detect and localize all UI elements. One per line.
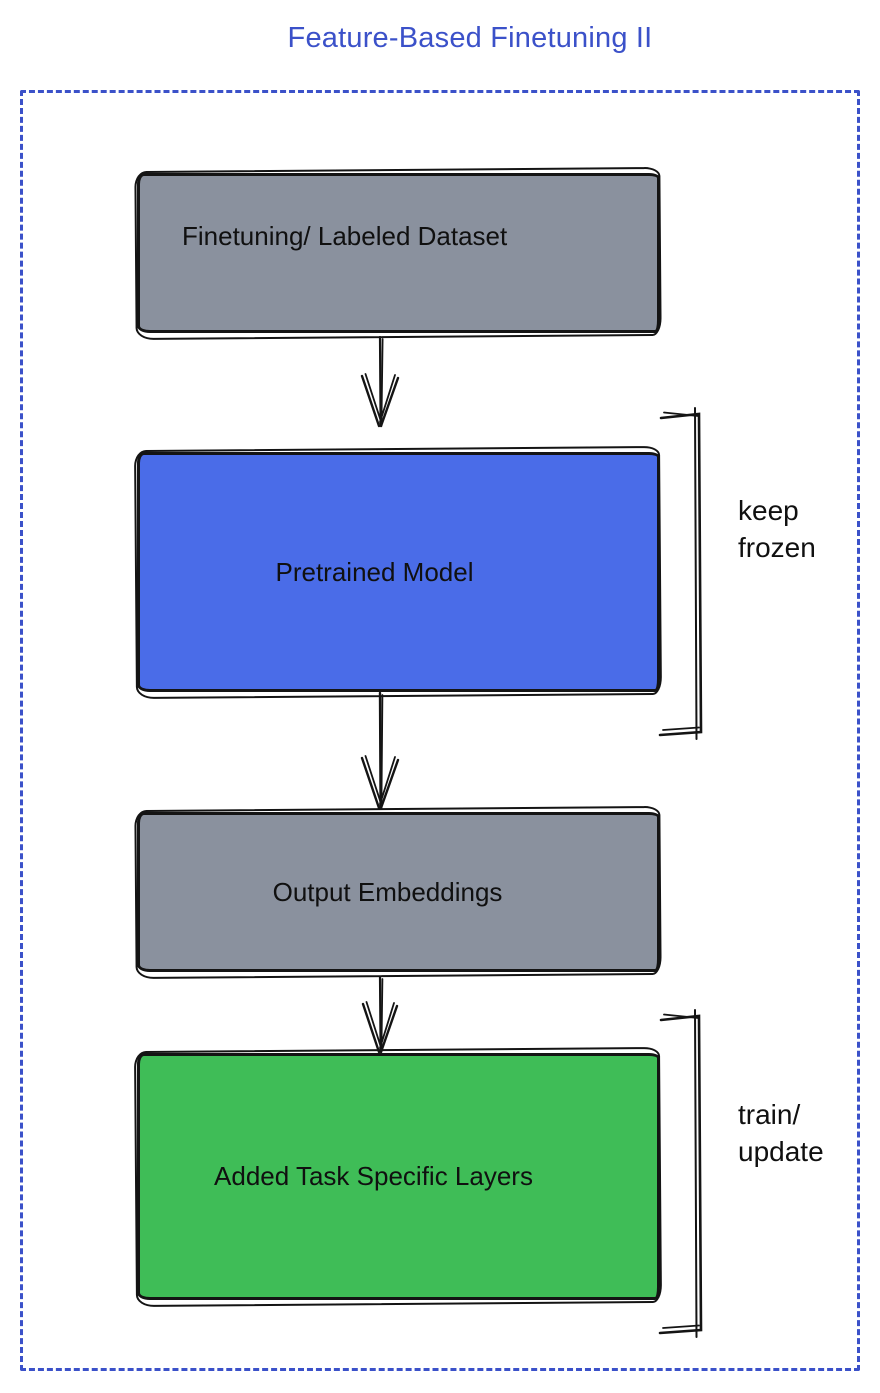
arrow-pretrained-to-embeddings bbox=[360, 692, 400, 810]
keep-frozen-label: keep frozen bbox=[738, 495, 816, 563]
train-update-bracket bbox=[658, 1009, 703, 1338]
box-pretrained-model-label: Pretrained Model bbox=[275, 556, 474, 587]
arrow-dataset-to-pretrained bbox=[360, 336, 400, 428]
box-added-task-specific-layers: Added Task Specific Layers bbox=[137, 1053, 660, 1300]
dotted-frame bbox=[20, 90, 860, 1371]
box-pretrained-model: Pretrained Model bbox=[137, 452, 660, 692]
box-added-task-specific-layers-label: Added Task Specific Layers bbox=[214, 1161, 533, 1191]
box-finetuning-dataset-label: Finetuning/ Labeled Dataset bbox=[182, 220, 508, 251]
diagram-title: Feature-Based Finetuning II bbox=[287, 22, 653, 54]
keep-frozen-bracket bbox=[658, 407, 703, 740]
box-finetuning-dataset: Finetuning/ Labeled Dataset bbox=[137, 173, 660, 333]
arrow-embeddings-to-task-layers bbox=[361, 976, 399, 1054]
box-output-embeddings-label: Output Embeddings bbox=[272, 876, 503, 907]
train-update-label: train/ update bbox=[738, 1099, 824, 1167]
box-output-embeddings: Output Embeddings bbox=[137, 812, 660, 972]
